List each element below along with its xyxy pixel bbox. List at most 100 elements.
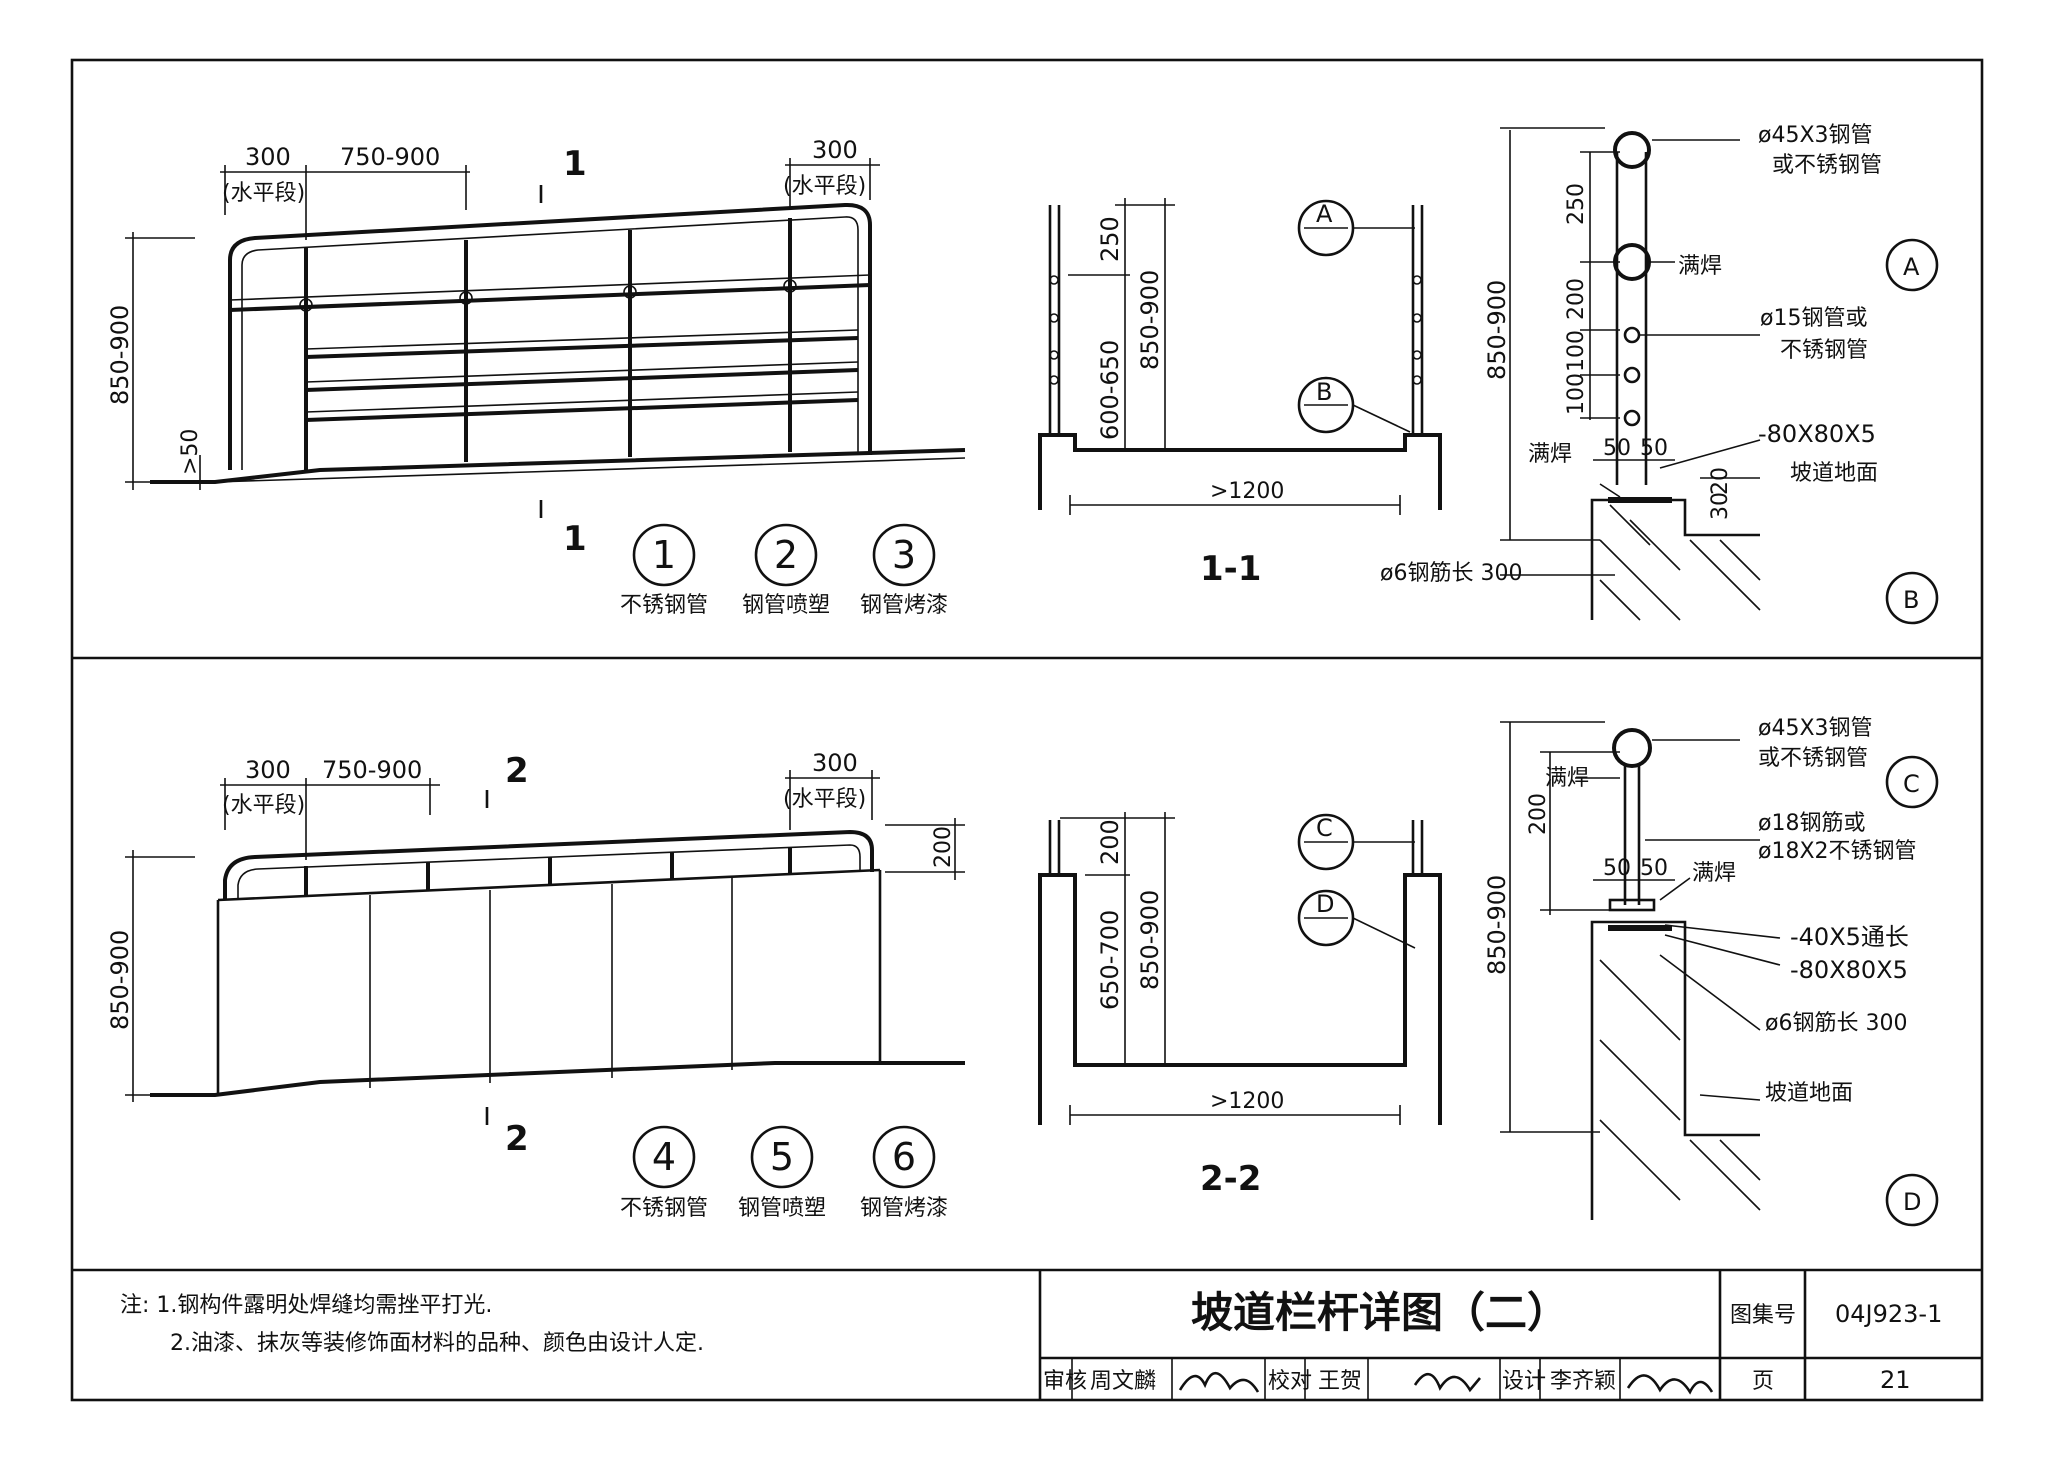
drawing-title: 坡道栏杆详图（二） bbox=[1191, 1288, 1569, 1337]
dim-300-right: 300 bbox=[812, 136, 858, 164]
section-dim-250: 250 bbox=[1096, 216, 1124, 262]
section-title-2-2: 2-2 bbox=[1200, 1159, 1261, 1199]
variant-label: 钢管喷塑 bbox=[738, 1196, 826, 1221]
rebar-18-label: ø18钢筋或 bbox=[1758, 811, 1865, 836]
dim-height-2: 850-900 bbox=[106, 930, 134, 1030]
dim-300-right-2: 300 bbox=[812, 749, 858, 777]
notes-line-1: 注: 1.钢构件露明处焊缝均需挫平打光. bbox=[120, 1293, 492, 1318]
section-cut-top: 1 bbox=[563, 144, 587, 184]
detail-ab bbox=[1500, 127, 1939, 625]
variant-num: 1 bbox=[652, 533, 676, 577]
section-title-1-1: 1-1 bbox=[1200, 549, 1261, 589]
section-width: >1200 bbox=[1210, 479, 1284, 504]
dim-height: 850-900 bbox=[106, 305, 134, 405]
variant-label: 不锈钢管 bbox=[620, 593, 708, 618]
detail-dim-100b: 100 bbox=[1564, 373, 1589, 415]
pipe-45-alt-c: 或不锈钢管 bbox=[1758, 746, 1868, 771]
ramp-floor-label: 坡道地面 bbox=[1790, 461, 1878, 486]
variant-label: 钢管烤漆 bbox=[860, 593, 948, 618]
detail-dim-50b: 50 bbox=[1640, 436, 1668, 461]
detail-label-c: C bbox=[1903, 770, 1920, 798]
detail-c-dim-200: 200 bbox=[1526, 793, 1551, 835]
variant-label: 不锈钢管 bbox=[620, 1196, 708, 1221]
section-dim-850-900: 850-900 bbox=[1136, 270, 1164, 370]
variant-6: 6 钢管烤漆 bbox=[860, 1125, 948, 1221]
detail-c-dim-850-900: 850-900 bbox=[1483, 875, 1511, 975]
horizontal-segment-left-2: (水平段) bbox=[222, 793, 305, 818]
section-1-1 bbox=[1038, 198, 1442, 515]
detail-label-b: B bbox=[1903, 586, 1919, 614]
detail-c-dim-50a: 50 bbox=[1603, 856, 1631, 881]
callout-d: D bbox=[1316, 890, 1334, 918]
weld-full-label: 满焊 bbox=[1678, 254, 1722, 279]
weld-full-c: 满焊 bbox=[1545, 766, 1589, 791]
pipe-18-label: ø18X2不锈钢管 bbox=[1758, 839, 1917, 864]
elevation-2 bbox=[125, 770, 965, 1125]
section-cut-bottom: 1 bbox=[563, 519, 587, 559]
dim-rail-200: 200 bbox=[931, 826, 956, 868]
title-block bbox=[1038, 1270, 1982, 1400]
variant-2: 2 钢管喷塑 bbox=[742, 523, 830, 618]
section-dim-600-650: 600-650 bbox=[1096, 340, 1124, 440]
variant-4: 4 不锈钢管 bbox=[620, 1125, 708, 1221]
drawing-frame bbox=[70, 58, 1984, 1402]
pipe-15-alt-label: 不锈钢管 bbox=[1780, 338, 1868, 363]
rebar-label-c: ø6钢筋长 300 bbox=[1765, 1011, 1907, 1036]
dim-750-900: 750-900 bbox=[340, 143, 440, 171]
variant-label: 钢管烤漆 bbox=[860, 1196, 948, 1221]
weld-left-label: 满焊 bbox=[1528, 442, 1572, 467]
detail-dim-30: 30 bbox=[1708, 492, 1733, 520]
variant-1: 1 不锈钢管 bbox=[620, 523, 708, 618]
detail-c-dim-50b: 50 bbox=[1640, 856, 1668, 881]
section-cut-bottom-2: 2 bbox=[505, 1119, 529, 1159]
reviewer-name: 周文麟 bbox=[1090, 1369, 1156, 1394]
variant-num: 2 bbox=[774, 533, 798, 577]
plate-label: -80X80X5 bbox=[1758, 420, 1876, 448]
detail-label-a: A bbox=[1903, 253, 1920, 281]
detail-dim-50a: 50 bbox=[1603, 436, 1631, 461]
atlas-number: 04J923-1 bbox=[1835, 1300, 1942, 1328]
section2-dim-650-700: 650-700 bbox=[1096, 910, 1124, 1010]
rebar-label: ø6钢筋长 300 bbox=[1380, 561, 1522, 586]
detail-dim-100a: 100 bbox=[1564, 330, 1589, 372]
variant-num: 5 bbox=[770, 1135, 794, 1179]
callout-c: C bbox=[1316, 814, 1333, 842]
pipe-45-c: ø45X3钢管 bbox=[1758, 716, 1873, 741]
variant-3: 3 钢管烤漆 bbox=[860, 523, 948, 618]
detail-dim-250: 250 bbox=[1564, 183, 1589, 225]
detail-label-d: D bbox=[1903, 1188, 1921, 1216]
atlas-label: 图集号 bbox=[1730, 1303, 1796, 1328]
callout-b: B bbox=[1316, 378, 1332, 406]
detail-dim-20: 20 bbox=[1708, 467, 1733, 495]
flat-bar-label: -40X5通长 bbox=[1790, 923, 1909, 951]
weld-right-c: 满焊 bbox=[1692, 861, 1736, 886]
check-label: 校对 bbox=[1268, 1369, 1312, 1394]
variant-num: 6 bbox=[892, 1135, 916, 1179]
dim-base: >50 bbox=[178, 429, 203, 475]
dim-750-900-2: 750-900 bbox=[322, 756, 422, 784]
designer-name: 李齐颖 bbox=[1550, 1369, 1616, 1394]
section-2-2 bbox=[1038, 812, 1442, 1125]
horizontal-segment-right: (水平段) bbox=[783, 174, 866, 199]
variant-num: 4 bbox=[652, 1135, 676, 1179]
pipe-45-label: ø45X3钢管 bbox=[1758, 123, 1873, 148]
section2-dim-200: 200 bbox=[1096, 819, 1124, 865]
detail-dim-850-900: 850-900 bbox=[1483, 280, 1511, 380]
plate-label-c: -80X80X5 bbox=[1790, 956, 1908, 984]
ramp-floor-c: 坡道地面 bbox=[1765, 1081, 1853, 1106]
review-label: 审核 bbox=[1043, 1369, 1087, 1394]
detail-cd bbox=[1500, 721, 1939, 1227]
dim-300-left-2: 300 bbox=[245, 756, 291, 784]
variant-5: 5 钢管喷塑 bbox=[738, 1125, 826, 1221]
dim-300-left: 300 bbox=[245, 143, 291, 171]
variant-label: 钢管喷塑 bbox=[742, 593, 830, 618]
callout-a: A bbox=[1316, 200, 1333, 228]
detail-dim-200: 200 bbox=[1564, 278, 1589, 320]
horizontal-segment-left: (水平段) bbox=[222, 181, 305, 206]
pipe-45-alt-label: 或不锈钢管 bbox=[1772, 153, 1882, 178]
checker-name: 王贺 bbox=[1318, 1369, 1362, 1394]
variant-num: 3 bbox=[892, 533, 916, 577]
page-number: 21 bbox=[1880, 1366, 1911, 1394]
pipe-15-label: ø15钢管或 bbox=[1760, 306, 1867, 331]
